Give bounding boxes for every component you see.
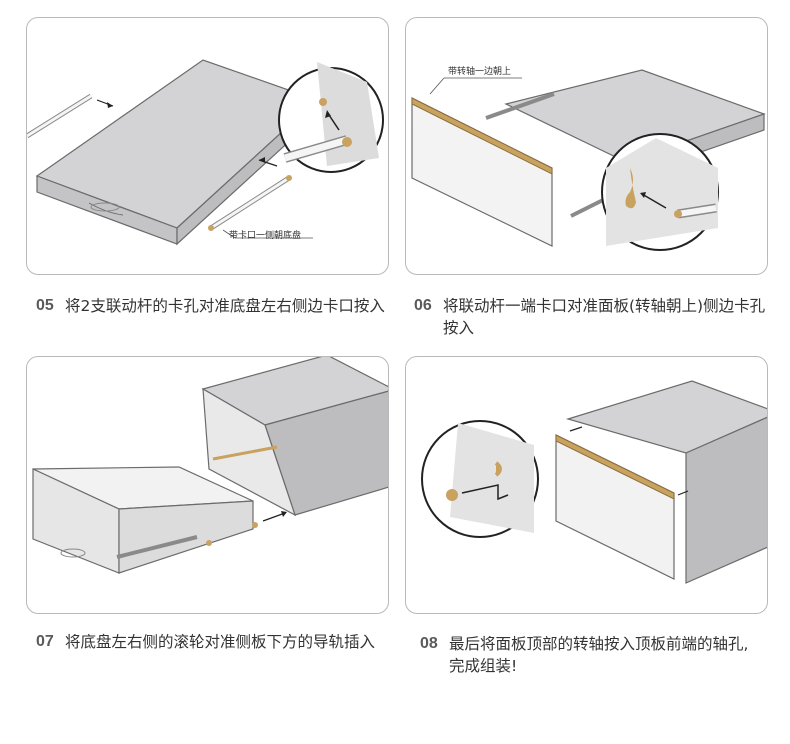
cabinet-drawing bbox=[201, 357, 388, 517]
step-text: 将2支联动杆的卡孔对准底盘左右侧边卡口按入 bbox=[65, 297, 385, 315]
step-07-caption: 07 将底盘左右侧的滚轮对准侧板下方的导轨插入 bbox=[36, 631, 398, 679]
tray-drawing bbox=[32, 466, 287, 574]
step-05-caption: 05 将2支联动杆的卡孔对准底盘左右侧边卡口按入 bbox=[36, 295, 398, 343]
step-06-illustration: 带转轴一边朝上 bbox=[405, 17, 768, 275]
detail-magnifier bbox=[421, 420, 539, 538]
step-number: 08 bbox=[420, 635, 438, 652]
tray-drawing bbox=[35, 59, 319, 246]
step-text: 将底盘左右侧的滚轮对准侧板下方的导轨插入 bbox=[65, 633, 376, 651]
link-rods bbox=[27, 93, 292, 231]
step-number: 07 bbox=[36, 633, 54, 650]
step-08-illustration bbox=[405, 356, 768, 614]
callout-label: 带转轴一边朝上 bbox=[448, 67, 512, 77]
step-text: 最后将面板顶部的转轴按入顶板前端的轴孔,完成组装! bbox=[449, 635, 749, 675]
step-number: 06 bbox=[414, 297, 432, 314]
detail-magnifier bbox=[278, 62, 384, 173]
step-05-illustration: 带卡口一侧朝底盘 bbox=[26, 17, 389, 275]
step-number: 05 bbox=[36, 297, 54, 314]
front-panel-drawing bbox=[411, 97, 553, 247]
step-06-caption: 06 将联动杆一端卡口对准面板(转轴朝上)侧边卡孔按入 bbox=[414, 295, 776, 343]
callout-label: 带卡口一侧朝底盘 bbox=[229, 231, 302, 241]
step-text: 将联动杆一端卡口对准面板(转轴朝上)侧边卡孔按入 bbox=[443, 297, 766, 337]
cabinet-drawing bbox=[555, 380, 767, 584]
step-08-caption: 08 最后将面板顶部的转轴按入顶板前端的轴孔,完成组装! bbox=[420, 633, 776, 681]
detail-magnifier bbox=[601, 133, 719, 251]
step-07-illustration bbox=[26, 356, 389, 614]
